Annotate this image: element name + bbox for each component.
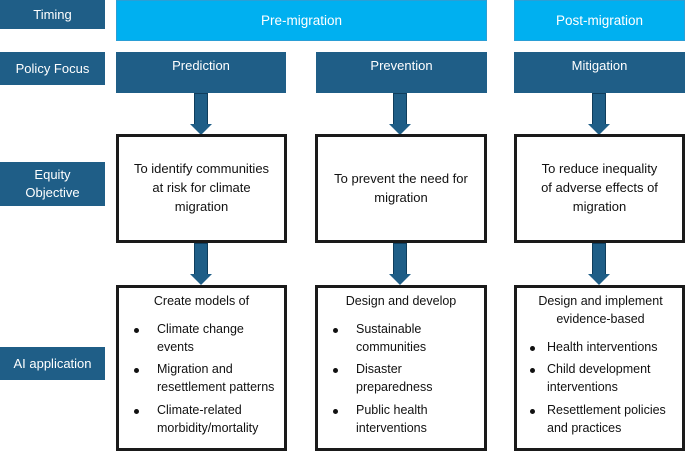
list-item: Climate change events [127,321,276,357]
objective-prediction: To identify communities at risk for clim… [116,134,287,243]
list-item: Migration and resettlement patterns [127,361,276,397]
list-item: Sustainable communities [326,321,456,357]
ai-heading: Design and develop [345,294,457,308]
arrow-down-icon [588,243,610,285]
arrow-down-icon [389,243,411,285]
list-item: Resettlement policies and practices [523,402,678,438]
arrow-down-icon [588,93,610,135]
ai-list: Health interventions Child development i… [523,339,678,438]
equity-objective-text: Equity Objective [25,167,80,200]
objective-mitigation-text: To reduce inequality of adverse effects … [541,161,658,214]
focus-prevention: Prevention [316,52,487,93]
timing-pre-migration: Pre-migration [116,0,487,41]
objective-mitigation: To reduce inequality of adverse effects … [514,134,685,243]
ai-heading: Design and implement evidence-based [538,294,663,326]
arrow-down-icon [190,93,212,135]
row-label-policy-focus: Policy Focus [0,52,105,85]
objective-prevention: To prevent the need for migration [315,134,487,243]
list-item: Health interventions [523,339,678,357]
ai-list: Climate change events Migration and rese… [127,321,276,438]
row-label-equity-objective: Equity Objective [0,162,105,206]
row-label-timing: Timing [0,0,105,29]
list-item: Child development interventions [523,361,678,397]
objective-prevention-text: To prevent the need for migration [334,170,468,205]
list-item: Disaster preparedness [326,361,456,397]
ai-box-prevention: Design and develop Sustainable communiti… [315,285,487,451]
focus-mitigation: Mitigation [514,52,685,93]
ai-box-mitigation: Design and implement evidence-based Heal… [514,285,685,451]
arrow-down-icon [389,93,411,135]
ai-heading: Create models of [153,294,250,308]
ai-box-prediction: Create models of Climate change events M… [116,285,287,451]
list-item: Climate-related morbidity/mortality [127,402,276,438]
focus-prediction: Prediction [116,52,286,93]
timing-post-migration: Post-migration [514,0,685,41]
list-item: Public health interventions [326,402,456,438]
row-label-ai-application: AI application [0,347,105,380]
arrow-down-icon [190,243,212,285]
ai-list: Sustainable communities Disaster prepare… [326,321,476,438]
